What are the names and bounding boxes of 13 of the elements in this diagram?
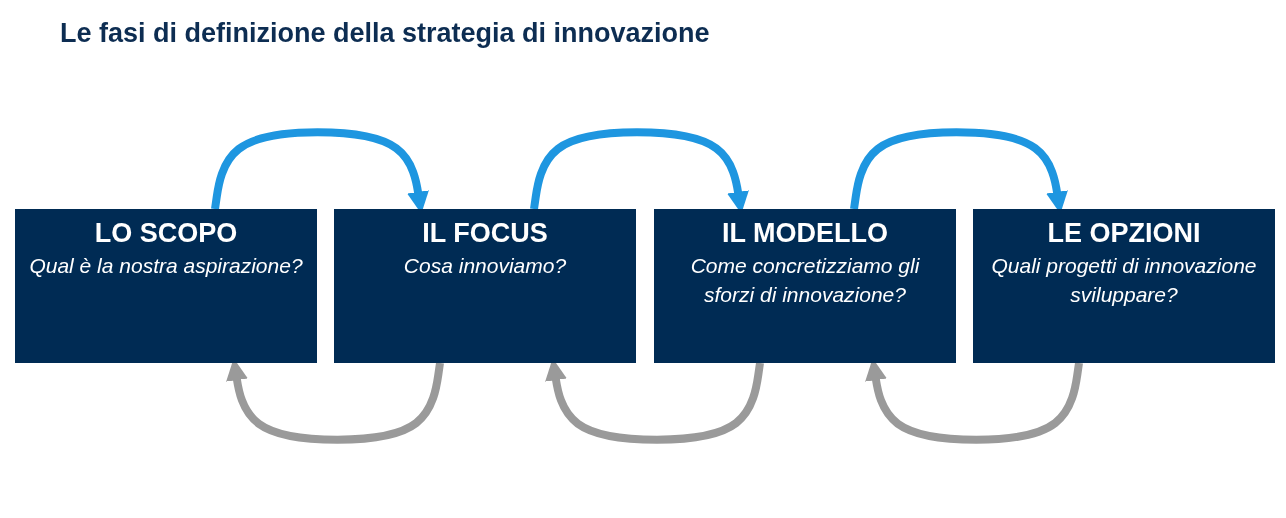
phase-heading: IL MODELLO: [721, 217, 889, 250]
phase-box: [334, 209, 636, 363]
phase-question: Quali progetti di innovazione sviluppare?: [990, 253, 1258, 308]
phase-question: Qual è la nostra aspirazione?: [28, 253, 304, 279]
phase-box: [973, 209, 1275, 363]
phase-heading: IL FOCUS: [421, 217, 549, 250]
title: Le fasi di definizione della strategia di innovazione: [60, 18, 710, 49]
phase-question: Cosa innoviamo?: [402, 253, 568, 279]
phase-heading: LO SCOPO: [93, 217, 239, 250]
phase-heading: LE OPZIONI: [1046, 217, 1202, 250]
phase-box: [15, 209, 317, 363]
phase-box: [654, 209, 956, 363]
phase-question: Come concretizziamo gli sforzi di innovazione?: [689, 253, 921, 308]
